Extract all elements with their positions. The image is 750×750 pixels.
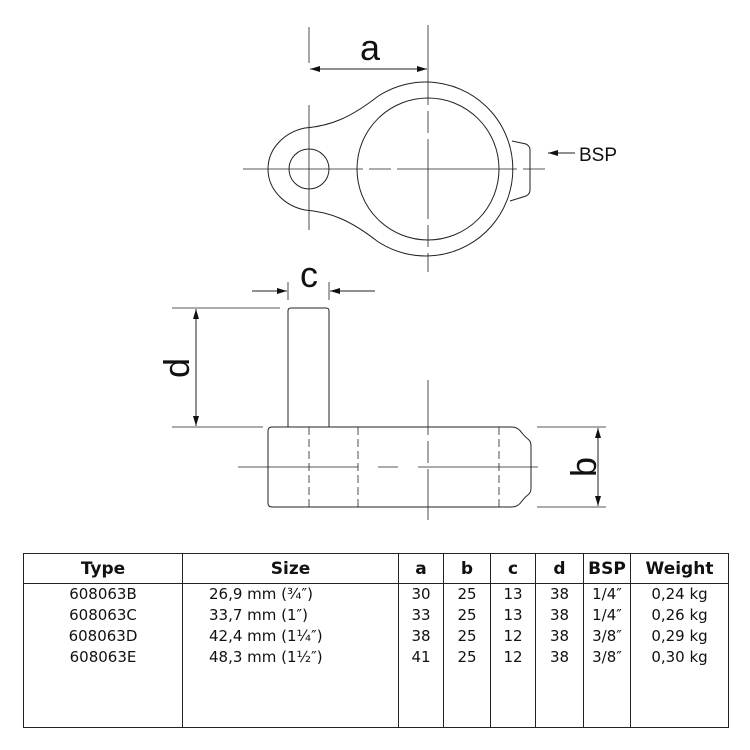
cell-c: 12 (490, 647, 536, 668)
top-view (243, 25, 575, 272)
cell-b: 25 (443, 583, 491, 605)
table-row: 608063E 48,3 mm (1½″) 41 25 12 38 3/8″ 0… (24, 647, 729, 668)
cell-b: 25 (443, 647, 491, 668)
cell-type: 608063C (69, 606, 137, 624)
cell-size: 48,3 mm (1½″) (182, 647, 399, 668)
clamp-body (267, 426, 532, 508)
cell-type: 608063E (69, 648, 137, 666)
side-view (172, 282, 606, 520)
bsp-label: BSP (579, 145, 617, 166)
cell-type: 608063D (68, 627, 138, 645)
cell-d: 38 (535, 583, 584, 605)
dimension-d-label: d (156, 358, 197, 378)
clamp-outline (267, 81, 514, 257)
cell-c: 13 (490, 583, 536, 605)
cell-size: 33,7 mm (1″) (182, 605, 399, 626)
cell-b: 25 (443, 605, 491, 626)
cell-size: 42,4 mm (1¼″) (182, 626, 399, 647)
cell-d: 38 (535, 647, 584, 668)
dimension-b-label: b (563, 457, 604, 477)
cell-bsp: 1/4″ (583, 583, 631, 605)
cell-weight: 0,30 kg (630, 647, 729, 668)
cell-bsp: 3/8″ (583, 647, 631, 668)
cell-a: 33 (398, 605, 444, 626)
dimension-c-label: c (300, 254, 318, 295)
cell-weight: 0,29 kg (630, 626, 729, 647)
technical-drawing: a BSP c d b (156, 25, 617, 520)
table-empty-row (24, 668, 729, 728)
table-header-row: Type Size a b c d BSP Weight (23, 553, 729, 584)
cell-d: 38 (535, 605, 584, 626)
cell-bsp: 1/4″ (583, 605, 631, 626)
header-d: d (535, 553, 584, 584)
header-bsp: BSP (583, 553, 631, 584)
table-row: 608063C 33,7 mm (1″) 33 25 13 38 1/4″ 0,… (24, 605, 729, 626)
cell-weight: 0,26 kg (630, 605, 729, 626)
dimension-a-label: a (360, 27, 381, 68)
cell-bsp: 3/8″ (583, 626, 631, 647)
table-row: 608063D 42,4 mm (1¼″) 38 25 12 38 3/8″ 0… (24, 626, 729, 647)
header-weight: Weight (630, 553, 729, 584)
cell-size: 26,9 mm (¾″) (182, 583, 399, 605)
cell-b: 25 (443, 626, 491, 647)
cell-d: 38 (535, 626, 584, 647)
cell-c: 13 (490, 605, 536, 626)
cell-type: 608063B (69, 585, 137, 603)
table-row: 608063B 26,9 mm (¾″) 30 25 13 38 1/4″ 0,… (24, 583, 729, 605)
header-b: b (443, 553, 491, 584)
bsp-tab (509, 140, 531, 202)
cell-a: 30 (398, 583, 444, 605)
specification-table: Type Size a b c d BSP Weight 608063B 26,… (23, 553, 729, 728)
cell-a: 38 (398, 626, 444, 647)
header-a: a (398, 553, 444, 584)
header-size: Size (182, 553, 399, 584)
cell-weight: 0,24 kg (630, 583, 729, 605)
header-type: Type (23, 553, 183, 584)
pin (287, 307, 330, 427)
cell-c: 12 (490, 626, 536, 647)
cell-a: 41 (398, 647, 444, 668)
header-c: c (490, 553, 536, 584)
